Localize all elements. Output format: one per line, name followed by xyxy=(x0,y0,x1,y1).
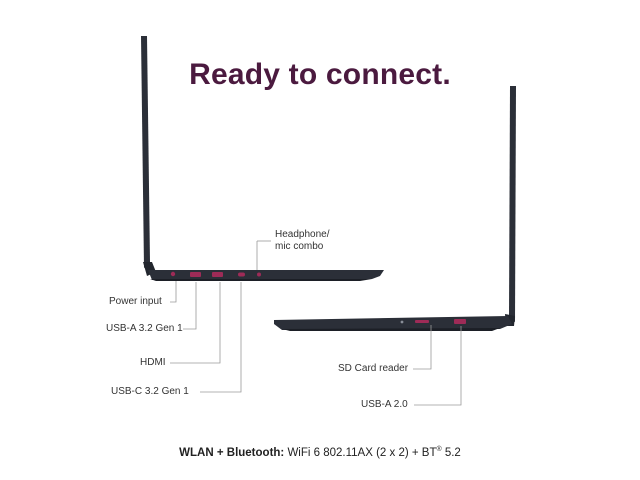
right-indicator-led xyxy=(400,320,404,324)
usb-a-32-port xyxy=(190,272,201,277)
page-title: Ready to connect. xyxy=(189,58,451,91)
bluetooth-registered-mark: ® xyxy=(436,446,442,453)
wifi-spec: WiFi 6 802.11AX (2 x 2) + BT xyxy=(284,446,437,459)
wlan-bluetooth-heading: WLAN + Bluetooth: xyxy=(179,446,285,459)
headphone-port xyxy=(257,272,261,277)
power-input-label: Power input xyxy=(109,296,162,307)
usb-a-20-label: USB-A 2.0 xyxy=(361,399,408,410)
usb-c-32-label: USB-C 3.2 Gen 1 xyxy=(111,386,189,397)
headphone-label-line2: mic combo xyxy=(275,241,324,252)
left-laptop-base xyxy=(148,270,384,280)
headphone-label-line1: Headphone/ xyxy=(275,229,330,240)
sd-card-label: SD Card reader xyxy=(338,363,409,374)
right-laptop-lid xyxy=(509,86,516,322)
usb-c-32-port xyxy=(238,272,245,277)
hdmi-port xyxy=(212,272,223,277)
power-port xyxy=(170,271,176,277)
usb-a-32-label: USB-A 3.2 Gen 1 xyxy=(106,323,183,334)
connectivity-footer: WLAN + Bluetooth: WiFi 6 802.11AX (2 x 2… xyxy=(0,446,640,459)
hdmi-label: HDMI xyxy=(140,357,166,368)
right-laptop-base xyxy=(274,316,512,330)
bluetooth-version: 5.2 xyxy=(441,446,461,459)
left-laptop-lid xyxy=(141,36,150,268)
headphone-label: Headphone/ mic combo xyxy=(275,229,330,253)
usb-a-20-port xyxy=(454,319,466,324)
sd-card-slot xyxy=(415,320,429,323)
